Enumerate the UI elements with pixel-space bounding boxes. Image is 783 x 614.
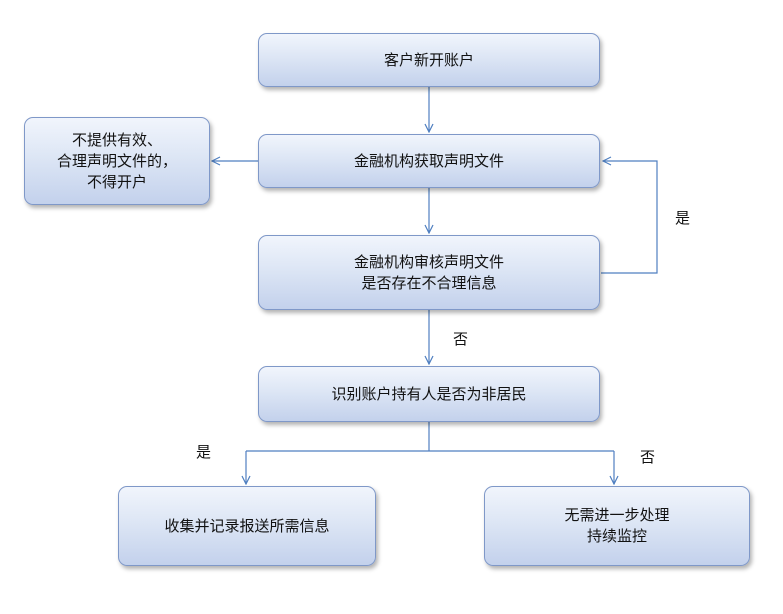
node-obtain-declaration-text: 金融机构获取声明文件 bbox=[353, 151, 504, 170]
label-yes-left: 是 bbox=[196, 443, 212, 461]
node-collect-report-text: 收集并记录报送所需信息 bbox=[164, 516, 330, 535]
label-no-right: 否 bbox=[640, 448, 656, 466]
node-no-account: 不提供有效、 合理声明文件的， 不得开户 bbox=[24, 117, 210, 205]
node-open-account-text: 客户新开账户 bbox=[383, 50, 474, 69]
node-no-account-line1: 不提供有效、 bbox=[71, 130, 162, 149]
label-yes-loop: 是 bbox=[675, 209, 691, 227]
node-no-account-line2: 合理声明文件的， bbox=[56, 151, 177, 170]
node-identify-nonresident: 识别账户持有人是否为非居民 bbox=[258, 366, 600, 422]
node-identify-text: 识别账户持有人是否为非居民 bbox=[331, 384, 527, 403]
node-review-line2: 是否存在不合理信息 bbox=[361, 273, 497, 292]
node-open-account: 客户新开账户 bbox=[258, 33, 600, 87]
node-monitor-line2: 持续监控 bbox=[586, 527, 647, 545]
node-collect-report: 收集并记录报送所需信息 bbox=[118, 486, 376, 566]
node-review-line1: 金融机构审核声明文件 bbox=[353, 252, 504, 271]
node-review-declaration: 金融机构审核声明文件 是否存在不合理信息 bbox=[258, 235, 600, 310]
arrow-review-loop-yes bbox=[601, 161, 658, 274]
node-monitor-line1: 无需进一步处理 bbox=[564, 506, 670, 524]
node-continue-monitoring: 无需进一步处理 持续监控 bbox=[484, 486, 750, 566]
label-no-down: 否 bbox=[453, 330, 469, 348]
node-obtain-declaration: 金融机构获取声明文件 bbox=[258, 134, 600, 188]
node-no-account-line3: 不得开户 bbox=[86, 172, 147, 191]
